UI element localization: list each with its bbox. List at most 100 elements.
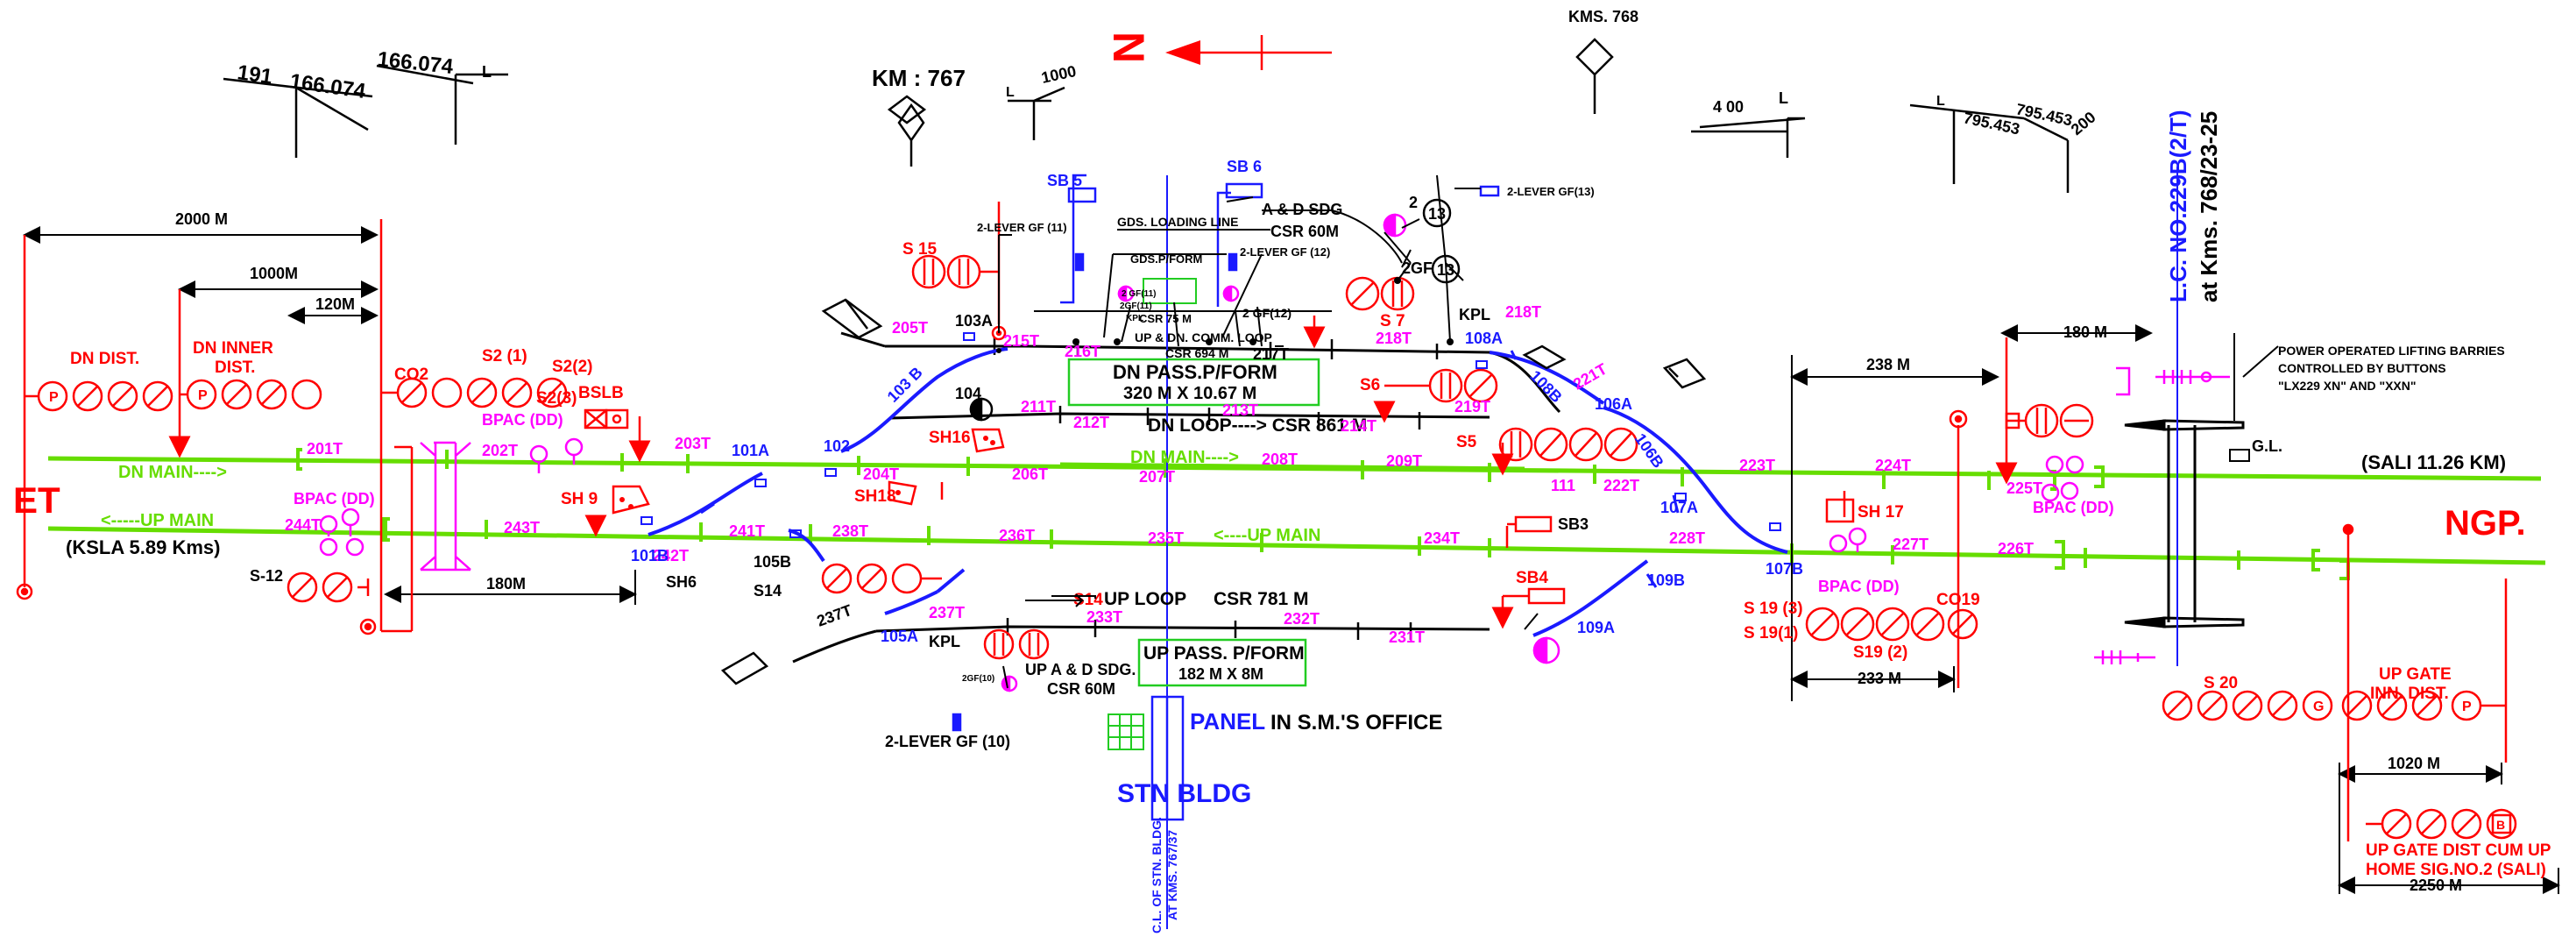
km-marker-diamond-icon [897, 103, 925, 167]
ksla-label: (KSLA 5.89 Kms) [66, 536, 220, 558]
km-post-l-1: L [482, 63, 492, 81]
s7-label: S 7 [1380, 312, 1405, 330]
lever-gf-13-label: 2-LEVER GF(13) [1507, 185, 1595, 198]
dn-dist-p-marker: P [49, 390, 59, 405]
goods-platform-box [1143, 278, 1197, 304]
up-gate-dist-signal [2366, 808, 2517, 840]
point-101a: 101A [732, 442, 769, 459]
s19-2-label: S19 (2) [1853, 643, 1907, 662]
sb4-label: SB4 [1516, 569, 1548, 587]
km-795-label-b: 795.453 [2014, 100, 2074, 129]
north-label: N [1104, 32, 1153, 63]
track-241t: 241T [729, 522, 765, 540]
track-242t: 242T [653, 547, 689, 564]
csr-60-label-b: CSR 60M [1047, 680, 1115, 698]
kpl-left-label: KPL [929, 633, 960, 650]
s2-2-label: S2(2) [552, 358, 592, 376]
loop-joints [993, 337, 1439, 640]
csr-75-label: CSR 75 M [1139, 312, 1192, 325]
main-lines [47, 456, 2546, 565]
track-211t: 211T [1021, 398, 1056, 415]
s12-label: S-12 [250, 567, 283, 585]
bpac-dd-label-4: BPAC (DD) [2033, 499, 2114, 516]
panel-icon [1108, 713, 1144, 750]
up-gate-label-1: UP GATE [2379, 665, 2452, 684]
point-105b: 105B [754, 553, 791, 571]
kms-768-label: KMS. 768 [1568, 8, 1638, 25]
siding-dots [996, 277, 1454, 353]
s6-signal [1384, 368, 1498, 403]
point-108a: 108A [1465, 330, 1503, 347]
dn-dist-signal [25, 380, 173, 412]
dn-inner-label-1: DN INNER [193, 339, 273, 358]
track-217t: 217T [1253, 345, 1289, 363]
shunt-dots [619, 436, 995, 509]
km-166-label-b: 166.074 [376, 47, 455, 79]
gf-small-label-3: KPL [1126, 314, 1143, 323]
up-a-d-sdg-label: UP A & D SDG. [1025, 661, 1136, 678]
track-226t: 226T [1998, 540, 2034, 557]
dn-inner-dist-signal [180, 379, 322, 410]
track-207t: 207T [1139, 468, 1175, 486]
track-218t-a: 218T [1376, 330, 1412, 347]
dn-dist-label: DN DIST. [70, 350, 139, 368]
s5-label: S5 [1456, 433, 1477, 451]
distance-2000m: 2000 M [175, 210, 228, 228]
km-166-label-a: 166.074 [288, 69, 367, 103]
s5-number: 111 [1551, 477, 1575, 494]
signal-posts [23, 202, 2508, 841]
track-225t: 225T [2006, 479, 2042, 497]
gf-circles [969, 198, 1461, 422]
dn-platform-size: 320 M X 10.67 M [1123, 384, 1256, 403]
distance-180m-right: 180 M [2063, 323, 2107, 341]
north-arrow-icon [1165, 35, 1332, 70]
siding-lines [998, 174, 1539, 689]
lever-gf-11-label: 2-LEVER GF (11) [977, 221, 1067, 234]
track-208t: 208T [1262, 451, 1298, 468]
station-building-label: STN BLDG [1117, 779, 1251, 808]
up-loop-label: UP LOOP [1104, 589, 1186, 609]
distance-2250m: 2250 M [2410, 877, 2462, 894]
gl-label: G.L. [2252, 437, 2282, 455]
point-105a: 105A [881, 628, 918, 645]
sh9-label: SH 9 [561, 490, 598, 508]
point-cross-marks [700, 350, 1680, 588]
buffer-stops [720, 298, 1707, 685]
sb3-label: SB3 [1558, 515, 1589, 533]
point-machines [640, 332, 1781, 538]
s2-3-label: S2(3) [536, 389, 577, 408]
gf-small-label-4: 2 GF(12) [1242, 306, 1292, 320]
track-203t: 203T [675, 435, 711, 452]
s15-label: S 15 [902, 240, 938, 259]
distance-233m: 233 M [1858, 670, 1901, 687]
s12-signal [287, 571, 370, 603]
dn-platform-box [1067, 358, 1320, 407]
s7-signal [1345, 276, 1415, 311]
bpac-dd-label-1: BPAC (DD) [482, 411, 563, 429]
point-109a: 109A [1577, 619, 1615, 636]
comm-loop-label: UP & DN. COMM. LOOP [1135, 330, 1272, 344]
km-400-label: 4 00 [1713, 98, 1744, 116]
point-103a: 103A [955, 312, 993, 330]
track-206t: 206T [1012, 465, 1048, 483]
s15-signal [911, 254, 999, 289]
switch-sb6: SB 6 [1227, 158, 1262, 175]
km-400-l: L [1779, 89, 1788, 107]
lifting-barrier-icon [2124, 333, 2279, 628]
distance-1000m: 1000M [250, 265, 298, 282]
s20-label: S 20 [2204, 674, 2238, 692]
station-et: ET [13, 479, 60, 521]
point-101b: 101B [631, 547, 669, 564]
track-232t: 232T [1284, 610, 1320, 628]
up-main-mid-label: <----UP MAIN [1214, 526, 1320, 545]
track-234t: 234T [1424, 529, 1460, 547]
track-209t: 209T [1386, 452, 1422, 470]
gf-small-label-1: 2 GF(11) [1122, 289, 1156, 299]
panel-label: PANEL [1190, 708, 1265, 735]
track-233t: 233T [1086, 608, 1122, 626]
sh16-label: SH16 [929, 429, 971, 447]
distance-180m-left: 180M [486, 575, 526, 593]
km-post-l-2: L [1006, 85, 1015, 100]
co19-label: CO19 [1936, 591, 1980, 609]
